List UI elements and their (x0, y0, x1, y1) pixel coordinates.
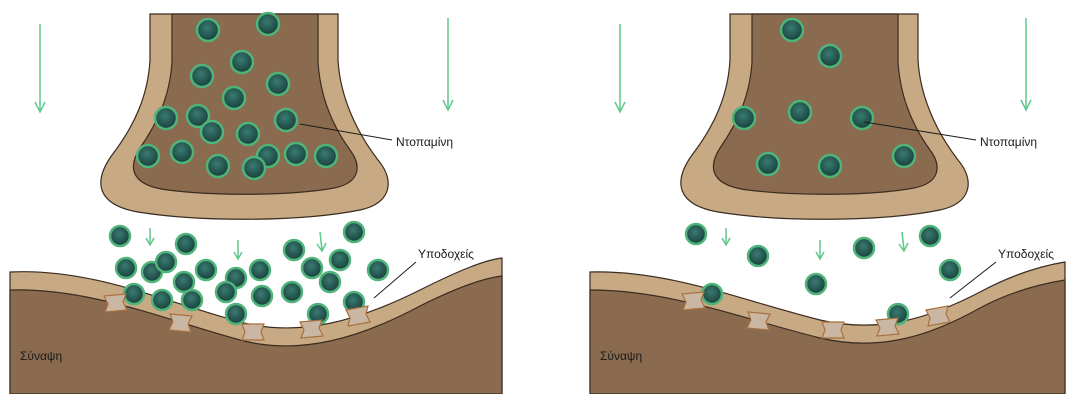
receptor (747, 312, 770, 330)
arrow-down-icon (317, 232, 326, 251)
dopamine-vesicle (201, 121, 223, 143)
dopamine-vesicle (819, 45, 841, 67)
dopamine-vesicle (920, 226, 940, 246)
receptor (822, 322, 844, 338)
dopamine-vesicle (250, 260, 270, 280)
dopamine-vesicle (137, 145, 159, 167)
dopamine-vesicle (243, 157, 265, 179)
dopamine-vesicle (702, 284, 722, 304)
arrow-down-icon (146, 228, 154, 245)
dopamine-vesicle (940, 260, 960, 280)
receptor (346, 306, 370, 326)
receptor (926, 306, 950, 326)
dopamine-vesicle (284, 240, 304, 260)
presynaptic-terminal-right (681, 14, 968, 219)
dopamine-vesicle (196, 260, 216, 280)
dopamine-vesicle (223, 87, 245, 109)
receptor (104, 294, 127, 312)
dopamine-vesicle (686, 224, 706, 244)
dopamine-vesicle (124, 284, 144, 304)
left-panel: Ντοπαμίνη Υποδοχείς Σύναψη (10, 13, 502, 394)
dopamine-vesicle (733, 107, 755, 129)
dopamine-vesicle (320, 272, 340, 292)
dopamine-vesicle (854, 238, 874, 258)
arrow-down-icon (234, 240, 242, 259)
dopamine-vesicle (110, 226, 130, 246)
dopamine-vesicle (851, 107, 873, 129)
label-dopamine-right: Ντοπαμίνη (980, 135, 1037, 149)
dopamine-vesicle (216, 282, 236, 302)
dopamine-vesicle (257, 13, 279, 35)
label-synapse-right: Σύναψη (600, 349, 642, 363)
dopamine-vesicle (267, 73, 289, 95)
dopamine-vesicle (315, 145, 337, 167)
dopamine-vesicle (226, 304, 246, 324)
dopamine-vesicle (182, 290, 202, 310)
dopamine-vesicle (252, 286, 272, 306)
dopamine-vesicle (781, 19, 803, 41)
presynaptic-terminal-left (101, 14, 388, 219)
dopamine-vesicle (176, 234, 196, 254)
receptor (169, 314, 192, 332)
receptor (876, 318, 899, 336)
arrow-down-icon (443, 18, 453, 110)
dopamine-vesicle (275, 109, 297, 131)
dopamine-vesicle (893, 145, 915, 167)
receptor (682, 292, 705, 310)
dopamine-vesicle (231, 51, 253, 73)
arrow-down-icon (35, 24, 45, 112)
dopamine-vesicle (330, 250, 350, 270)
dopamine-vesicle (757, 153, 779, 175)
dopamine-vesicle (368, 260, 388, 280)
dopamine-vesicle (116, 258, 136, 278)
arrow-down-icon (722, 228, 730, 245)
arrow-down-icon (1021, 18, 1031, 110)
label-dopamine-left: Ντοπαμίνη (396, 135, 453, 149)
dopamine-vesicle (155, 107, 177, 129)
label-receptors-left: Υποδοχείς (418, 247, 474, 261)
right-panel: Ντοπαμίνη Υποδοχείς Σύναψη (590, 14, 1065, 394)
dopamine-vesicle (171, 141, 193, 163)
dopamine-vesicle (748, 246, 768, 266)
dopamine-vesicle (237, 123, 259, 145)
dopamine-vesicle (819, 155, 841, 177)
dopamine-vesicle (806, 274, 826, 294)
label-receptors-right: Υποδοχείς (998, 247, 1054, 261)
dopamine-vesicle (197, 19, 219, 41)
label-synapse-left: Σύναψη (20, 349, 62, 363)
dopamine-vesicle (302, 258, 322, 278)
dopamine-vesicle (344, 222, 364, 242)
receptor (300, 320, 323, 338)
dopamine-vesicle (191, 65, 213, 87)
arrow-down-icon (899, 232, 908, 251)
receptor (242, 324, 264, 340)
arrow-down-icon (816, 240, 824, 259)
dopamine-vesicle (207, 155, 229, 177)
dopamine-vesicle (152, 290, 172, 310)
arrow-down-icon (615, 24, 625, 112)
dopamine-vesicle (282, 282, 302, 302)
dopamine-vesicle (285, 143, 307, 165)
dopamine-vesicle (789, 101, 811, 123)
dopamine-vesicle (156, 252, 176, 272)
